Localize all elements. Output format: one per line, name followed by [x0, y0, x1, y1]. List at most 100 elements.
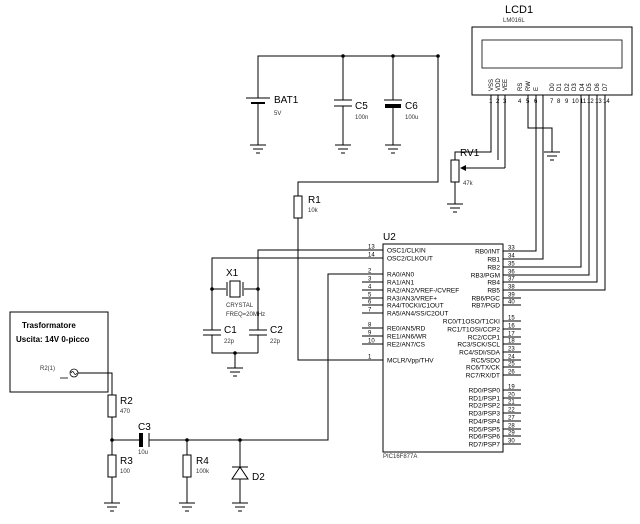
pic-pin-number: 16: [508, 324, 515, 330]
lcd-pin-name: D4: [580, 83, 586, 91]
pic-pin-number: 7: [368, 308, 372, 314]
c3-ref: C3: [138, 422, 151, 433]
lcd-pin-name: VEE: [503, 79, 509, 91]
pic-pin-name: RD6/PSP6: [469, 434, 501, 441]
resistor-r4: R4 100k: [179, 440, 210, 512]
lcd-module: LCD1 LM016L VSS1VDD2VEE3RS4RW5E6D07D18D2…: [471, 4, 633, 105]
lcd-pin-name: D5: [587, 83, 593, 91]
c6-value: 100u: [405, 115, 418, 121]
transformer-subtitle: Uscita: 14V 0-picco: [16, 335, 89, 344]
c3-value: 10u: [138, 450, 148, 456]
pic-pin-name: RD1/PSP1: [469, 396, 501, 403]
x1-ref: X1: [226, 268, 239, 279]
pic-pin-number: 28: [508, 424, 515, 430]
pic-pin-name: OSC2/CLKOUT: [387, 256, 433, 263]
pic-pin-name: RA2/AN2/VREF-/CVREF: [387, 288, 459, 295]
pic-pin-number: 27: [508, 416, 515, 422]
pic-pin-number: 4: [368, 285, 372, 291]
pic-pin-name: RA4/T0CKI/C1OUT: [387, 303, 444, 310]
c2-ref: C2: [270, 325, 283, 336]
lcd-pin-name: D1: [557, 83, 563, 91]
c1-ref: C1: [224, 325, 237, 336]
lcd-wiring: [472, 95, 553, 168]
c5-ref: C5: [355, 101, 368, 112]
rv1-ref: RV1: [460, 148, 480, 159]
pic-pin-name: RC1/T1OSI/CCP2: [447, 327, 500, 334]
pic-pin-number: 20: [508, 393, 515, 399]
resistor-r2: R2 470: [107, 394, 133, 455]
capacitor-c5: C5 100n: [334, 99, 368, 154]
pic-pin-name: RB2: [487, 265, 500, 272]
pic-pin-name: RC2/CCP1: [468, 335, 501, 342]
lcd-pin-name: RW: [526, 81, 532, 91]
pic-pin-number: 19: [508, 385, 515, 391]
pic-pin-number: 2: [368, 269, 372, 275]
pic-pin-number: 26: [508, 370, 515, 376]
c2-value: 22p: [270, 339, 281, 345]
pic-pin-name: RA0/AN0: [387, 272, 414, 279]
pic-pin-number: 18: [508, 339, 515, 345]
pic-pin-name: OSC1/CLKIN: [387, 248, 426, 255]
rv1-value: 47k: [463, 181, 474, 187]
r2-value: 470: [120, 409, 131, 415]
pic-pin-number: 10: [368, 339, 375, 345]
pic-body: [382, 243, 504, 453]
pic-pin-number: 22: [508, 408, 515, 414]
pic-pin-name: RB7/PGD: [471, 303, 500, 310]
pic-pin-name: RC6/TX/CK: [466, 365, 501, 372]
c1-value: 22p: [224, 339, 235, 345]
transformer-source: R2(1): [40, 366, 55, 372]
pic-pin-number: 40: [508, 300, 515, 306]
pic-pin-name: RC0/T1OSO/T1CKI: [443, 319, 500, 326]
transformer-title: Trasformatore: [22, 321, 76, 330]
pic-pin-name: RB6/PGC: [471, 296, 500, 303]
r4-ref: R4: [196, 456, 209, 467]
pic-pin-number: 39: [508, 293, 515, 299]
pic-pin-name: RC3/SCK/SCL: [457, 342, 500, 349]
x1-line2: FREQ=20MHz: [226, 312, 265, 318]
r3-value: 100: [120, 469, 131, 475]
pic-pin-name: RE1/AN6/WR: [387, 334, 427, 341]
pic-pin-number: 35: [508, 262, 515, 268]
lcd-ref: LCD1: [505, 4, 533, 16]
r2-ref: R2: [120, 396, 133, 407]
pic-pin-name: MCLR/Vpp/THV: [387, 358, 434, 365]
u2-model: PIC16F877A: [383, 454, 417, 460]
lcd-pin-name: D2: [565, 83, 571, 91]
pic-pin-name: RD3/PSP3: [469, 411, 501, 418]
c6-ref: C6: [405, 101, 418, 112]
pic-pin-name: RD2/PSP2: [469, 403, 501, 410]
pic-pin-number: 6: [368, 300, 372, 306]
lcd-model: LM016L: [503, 18, 525, 24]
transformer-box: Trasformatore Uscita: 14V 0-picco R2(1): [9, 311, 113, 395]
r1-ref: R1: [308, 195, 321, 206]
lcd-pin-name: D0: [550, 83, 556, 91]
battery-bat1: BAT1 5V: [246, 62, 299, 154]
pic-pin-name: RA1/AN1: [387, 280, 414, 287]
d2-ref: D2: [252, 472, 265, 483]
resistor-r3: R3 100: [104, 454, 133, 512]
r3-ref: R3: [120, 456, 133, 467]
capacitor-c1: C1 22p: [203, 320, 258, 354]
pic-pin-number: 15: [508, 316, 515, 322]
pic-pin-name: RB0/INT: [475, 249, 500, 256]
pic-pin-name: RB1: [487, 257, 500, 264]
r4-value: 100k: [196, 469, 210, 475]
pic-pin-name: RC4/SDI/SDA: [459, 350, 500, 357]
pic-pin-number: 25: [508, 362, 515, 368]
portb-lcd-wiring: [513, 95, 606, 291]
pic-pin-name: RD4/PSP4: [469, 419, 501, 426]
pic-pin-name: RE2/AN7/CS: [387, 342, 426, 349]
r1-value: 10k: [308, 208, 319, 214]
pic-pin-number: 38: [508, 285, 515, 291]
pic-pin-number: 9: [368, 331, 372, 337]
capacitor-c2: C2 22p: [211, 313, 283, 377]
pic-pin-number: 17: [508, 332, 515, 338]
capacitor-c6: C6 100u: [384, 99, 418, 154]
pic-pin-name: RD5/PSP5: [469, 427, 501, 434]
pic-pin-name: RD0/PSP0: [469, 388, 501, 395]
ra0-wire: [240, 273, 376, 441]
